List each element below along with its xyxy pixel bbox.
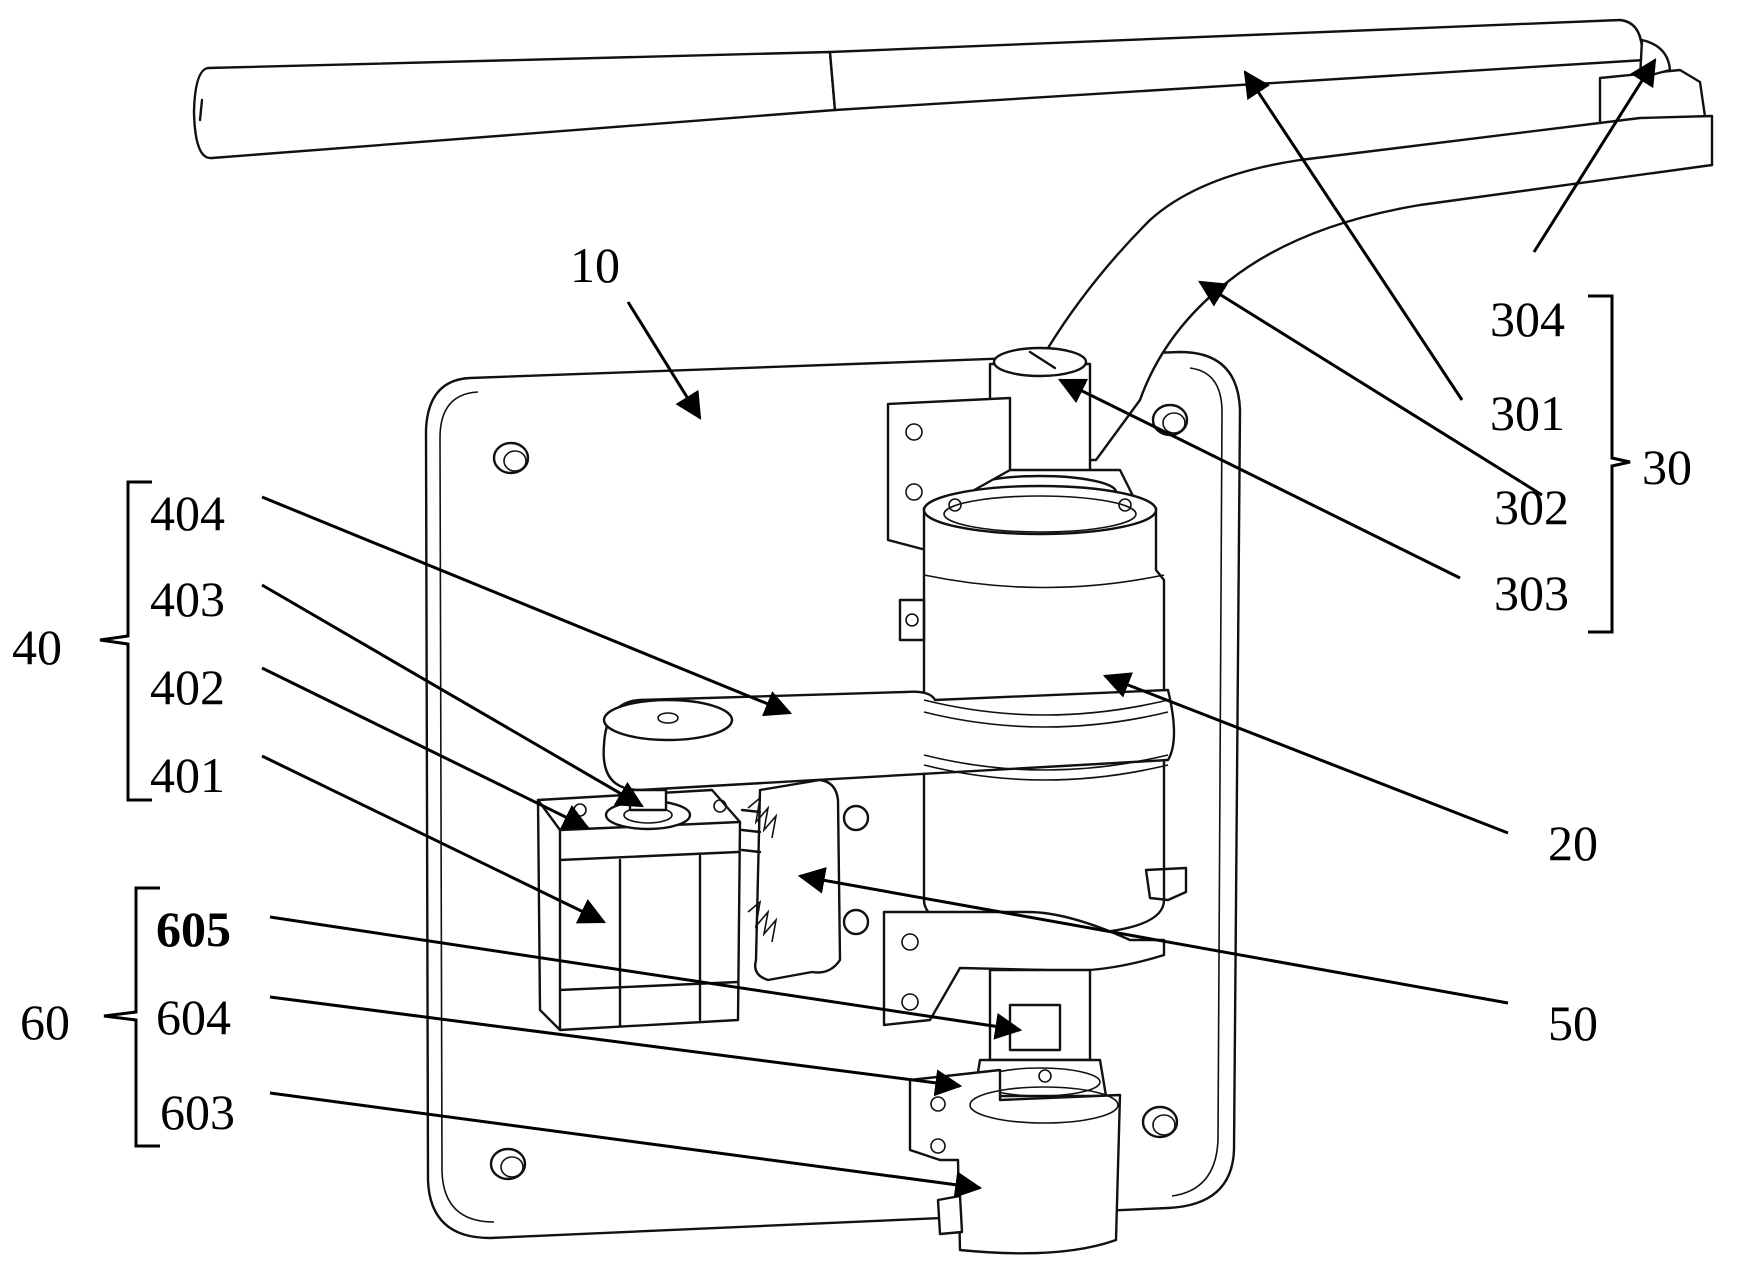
label-403: 403 xyxy=(150,574,225,624)
label-301: 301 xyxy=(1490,388,1565,438)
label-404: 404 xyxy=(150,488,225,538)
label-10: 10 xyxy=(570,240,620,290)
label-50: 50 xyxy=(1548,998,1598,1048)
label-603: 603 xyxy=(160,1087,235,1137)
label-302: 302 xyxy=(1494,482,1569,532)
label-402: 402 xyxy=(150,662,225,712)
label-304: 304 xyxy=(1490,294,1565,344)
label-605: 605 xyxy=(156,904,231,954)
label-60: 60 xyxy=(20,997,70,1047)
label-604: 604 xyxy=(156,992,231,1042)
label-20: 20 xyxy=(1548,818,1598,868)
label-303: 303 xyxy=(1494,568,1569,618)
label-401: 401 xyxy=(150,750,225,800)
label-30: 30 xyxy=(1642,442,1692,492)
label-40: 40 xyxy=(12,622,62,672)
